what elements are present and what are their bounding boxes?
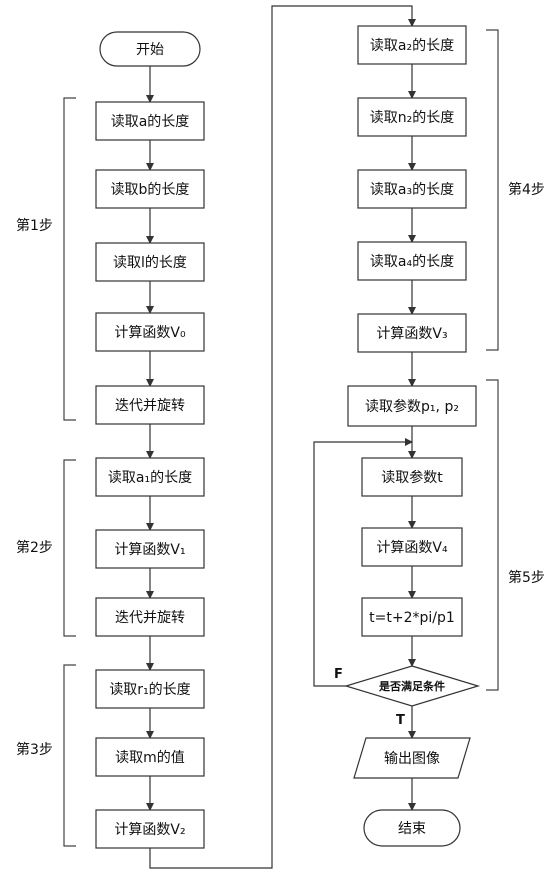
true-label: T [396, 713, 405, 728]
update-t-label: t=t+2*pi/p1 [369, 610, 455, 626]
read-l-box: 读取l的长度 [95, 242, 205, 282]
read-t-box: 读取参数t [361, 457, 463, 497]
step3-label: 第3步 [16, 741, 53, 758]
update-t-box: t=t+2*pi/p1 [361, 597, 463, 637]
read-a4-box: 读取a₄的长度 [357, 241, 467, 281]
condition-diamond: 是否满足条件 [343, 665, 481, 707]
calc-v4-label: 计算函数V₄ [376, 540, 448, 556]
calc-v2-box: 计算函数V₂ [95, 809, 205, 849]
output-label: 输出图像 [384, 751, 440, 767]
step1-label: 第1步 [16, 217, 53, 234]
step2-label: 第2步 [16, 539, 53, 556]
read-a3-box: 读取a₃的长度 [357, 169, 467, 209]
step3-bracket [63, 664, 76, 847]
iterate-2-label: 迭代并旋转 [115, 610, 185, 626]
calc-v0-box: 计算函数V₀ [95, 312, 205, 352]
step5-bracket [486, 379, 499, 691]
read-a-box: 读取a的长度 [95, 101, 205, 141]
calc-v3-label: 计算函数V₃ [376, 326, 447, 342]
column-connector [149, 5, 416, 869]
read-n2-box: 读取n₂的长度 [357, 97, 467, 137]
calc-v1-box: 计算函数V₁ [95, 529, 205, 569]
read-m-box: 读取m的值 [95, 737, 205, 777]
start-label: 开始 [136, 42, 164, 58]
read-a3-label: 读取a₃的长度 [370, 181, 454, 198]
read-r1-box: 读取r₁的长度 [95, 669, 205, 709]
calc-v0-label: 计算函数V₀ [114, 325, 186, 341]
step2-bracket [63, 459, 76, 637]
read-a-label: 读取a的长度 [111, 113, 190, 130]
read-t-label: 读取参数t [381, 469, 443, 486]
end-node: 结束 [363, 809, 461, 847]
read-a2-box: 读取a₂的长度 [357, 25, 467, 65]
iterate-1-box: 迭代并旋转 [95, 385, 205, 425]
read-p-label: 读取参数p₁, p₂ [365, 398, 459, 415]
calc-v3-box: 计算函数V₃ [357, 313, 467, 353]
calc-v2-label: 计算函数V₂ [114, 822, 185, 838]
output-node: 输出图像 [353, 737, 471, 779]
read-b-box: 读取b的长度 [95, 169, 205, 209]
condition-label: 是否满足条件 [378, 679, 445, 693]
loop-back-connector [313, 438, 413, 687]
step5-label: 第5步 [508, 569, 545, 586]
read-a4-label: 读取a₄的长度 [370, 253, 454, 270]
calc-v1-label: 计算函数V₁ [114, 542, 185, 558]
read-l-label: 读取l的长度 [113, 254, 187, 271]
read-n2-label: 读取n₂的长度 [370, 109, 455, 126]
iterate-2-box: 迭代并旋转 [95, 597, 205, 637]
step1-bracket [63, 97, 76, 421]
read-m-label: 读取m的值 [115, 749, 185, 766]
read-a1-label: 读取a₁的长度 [108, 469, 192, 486]
read-a1-box: 读取a₁的长度 [95, 457, 205, 497]
iterate-1-label: 迭代并旋转 [115, 398, 185, 414]
calc-v4-box: 计算函数V₄ [361, 527, 463, 567]
read-a2-label: 读取a₂的长度 [370, 37, 454, 54]
start-node: 开始 [99, 31, 201, 67]
step4-label: 第4步 [508, 181, 545, 198]
end-label: 结束 [398, 821, 426, 837]
false-label: F [334, 667, 343, 682]
step4-bracket [486, 29, 499, 351]
read-r1-label: 读取r₁的长度 [109, 681, 190, 698]
read-b-label: 读取b的长度 [111, 181, 190, 198]
read-p-box: 读取参数p₁, p₂ [347, 385, 477, 427]
